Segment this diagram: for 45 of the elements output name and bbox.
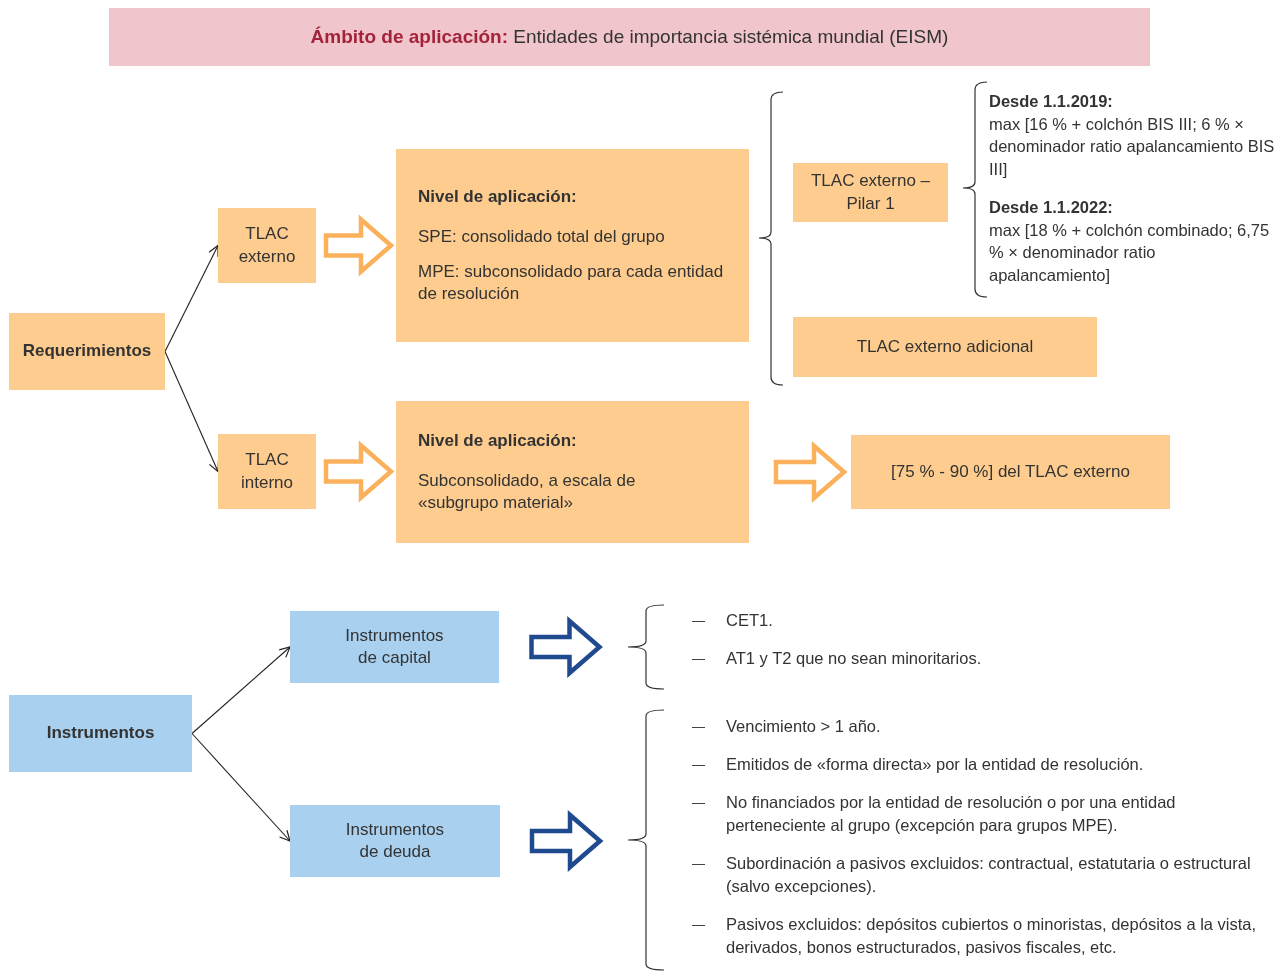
- process-box: [793, 317, 1097, 377]
- process-box: [290, 805, 500, 877]
- box-label: Instrumentos de deuda: [344, 818, 446, 863]
- box-heading: Nivel de aplicación:: [418, 186, 577, 209]
- list-item: Pasivos excluidos: depósitos cubiertos o minoristas, depósitos a la vista, derivados, bonos estructurados, pasivos fiscales, etc.: [726, 914, 1258, 959]
- process-box: [9, 313, 165, 390]
- block-arrow: [773, 441, 848, 503]
- process-box: [218, 208, 316, 283]
- box-label: TLAC externo – Pilar 1: [809, 170, 932, 215]
- arrow: [191, 646, 291, 735]
- note-text: max [18 % + colchón combinado; 6,75 % × denominador ratio apalancamiento]: [989, 220, 1271, 286]
- block-arrow: [323, 440, 395, 503]
- process-box: [793, 163, 948, 222]
- box-label: [75 % - 90 %] del TLAC externo: [891, 460, 1130, 483]
- list-item: Vencimiento > 1 año.: [726, 716, 882, 737]
- block-arrow: [529, 810, 604, 872]
- box-label: MPE: subconsolidado para cada entidad de resolución: [418, 260, 725, 305]
- box-label: TLAC interno: [240, 449, 294, 494]
- list-item: Subordinación a pasivos excluidos: contractual, estatutaria o estructural (salvo excepciones).: [726, 853, 1252, 898]
- banner-text: Ámbito de aplicación: Entidades de importancia sistémica mundial (EISM): [310, 24, 949, 49]
- list-item: Emitidos de «forma directa» por la entidad de resolución.: [726, 754, 1145, 775]
- box-label: Requerimientos: [22, 340, 152, 363]
- box-label: TLAC externo: [237, 223, 297, 268]
- process-box: [218, 434, 316, 509]
- process-box: [851, 435, 1170, 509]
- title-banner: [109, 8, 1150, 66]
- process-box: [396, 149, 749, 342]
- box-label: TLAC externo adicional: [856, 335, 1034, 358]
- block-arrow: [323, 214, 395, 277]
- box-label: Instrumentos: [46, 722, 155, 745]
- process-box: [9, 695, 192, 772]
- note-text: max [16 % + colchón BIS III; 6 % × denominador ratio apalancamiento BIS III]: [989, 114, 1275, 180]
- note-heading: Desde 1.1.2022:: [989, 197, 1114, 218]
- list-item: CET1.: [726, 610, 774, 631]
- process-box: [290, 611, 499, 683]
- box-label: Instrumentos de capital: [344, 624, 445, 669]
- block-arrow: [529, 616, 603, 678]
- process-box: [396, 401, 749, 543]
- arrow: [191, 732, 291, 842]
- note-heading: Desde 1.1.2019:: [989, 91, 1114, 112]
- box-label: Subconsolidado, a escala de «subgrupo material»: [418, 469, 637, 515]
- list-item: No financiados por la entidad de resolución o por una entidad perteneciente al grupo (excepción para grupos MPE).: [726, 792, 1177, 837]
- box-heading: Nivel de aplicación:: [418, 429, 577, 452]
- list-item: AT1 y T2 que no sean minoritarios.: [726, 648, 983, 669]
- box-label: SPE: consolidado total del grupo: [418, 226, 665, 249]
